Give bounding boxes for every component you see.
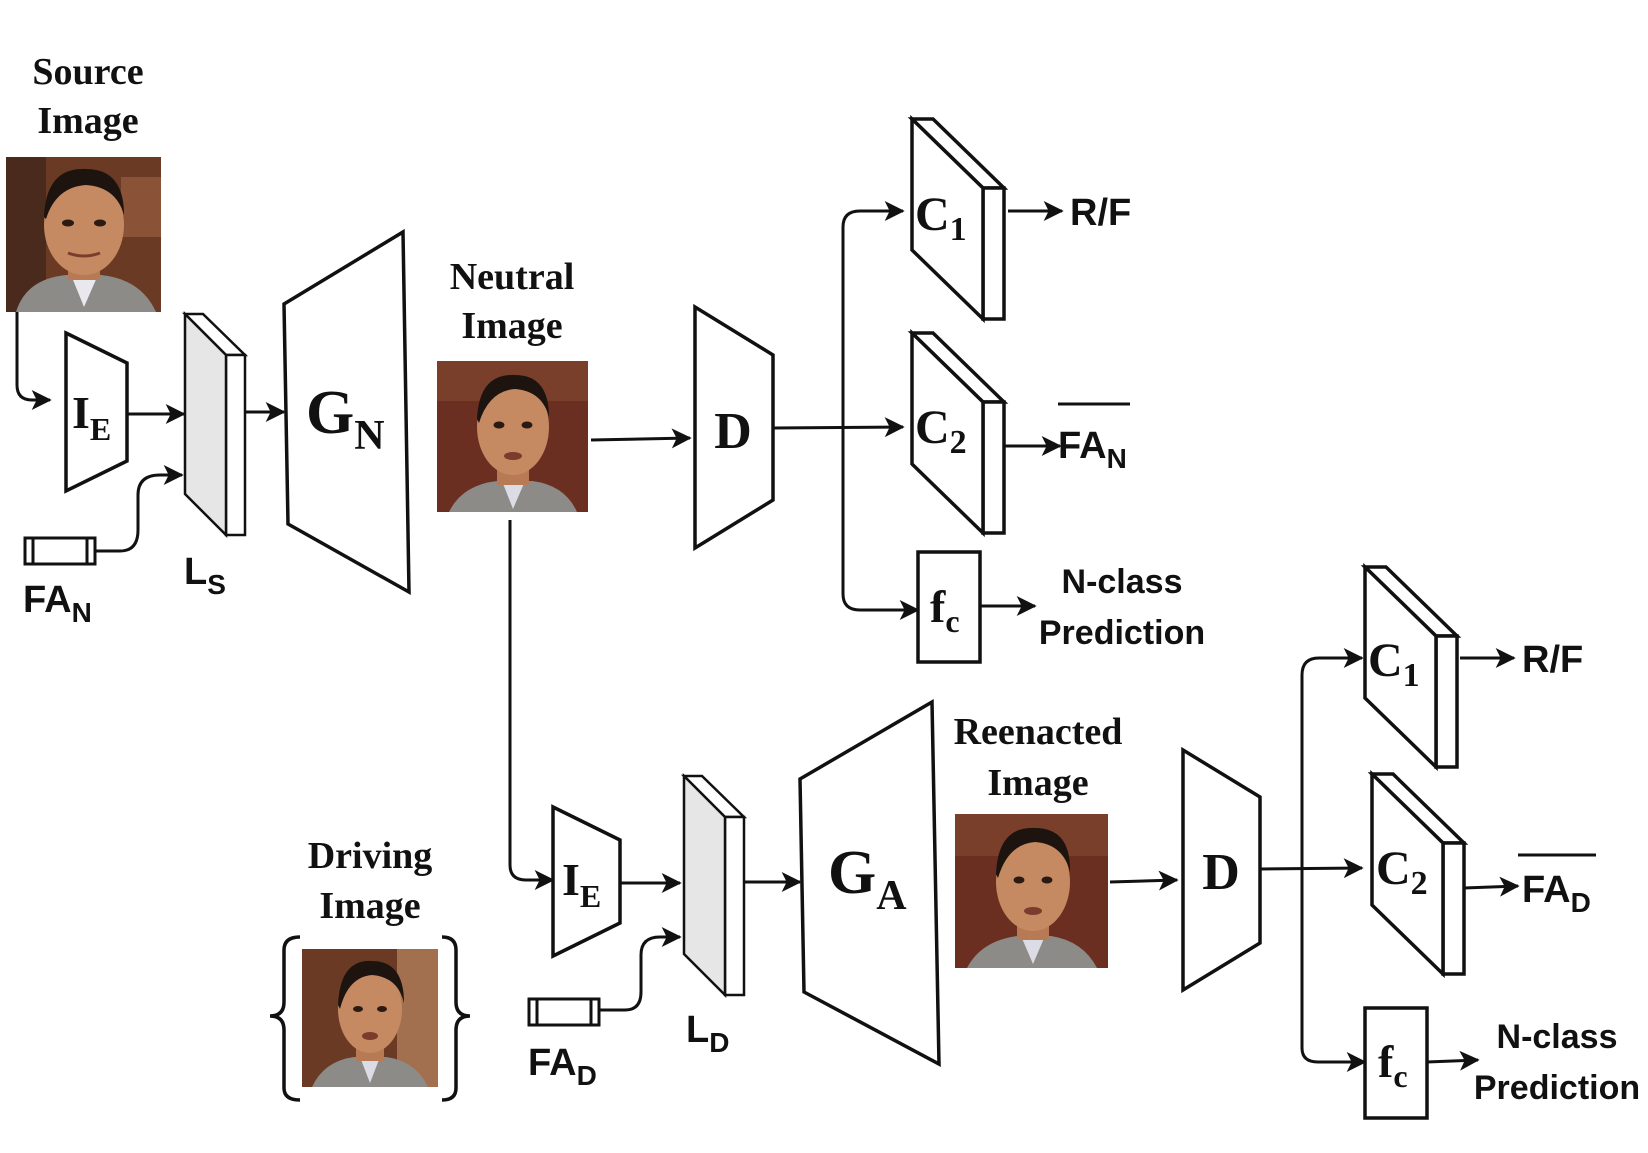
c2-bottom-output-arrow bbox=[1463, 876, 1520, 897]
discriminator-to-fc-top-arrow bbox=[841, 428, 920, 620]
latent-bottom-label: LD bbox=[686, 1009, 729, 1058]
attr-vector-top-label: FAN bbox=[23, 579, 92, 628]
fc-top-output-line1: N-class bbox=[1062, 563, 1183, 601]
encoder-bottom-shape bbox=[551, 804, 622, 959]
driving-image-label-line2: Image bbox=[319, 885, 420, 927]
classifier-c1-top-box bbox=[907, 114, 1009, 324]
fc-bottom-output-line2: Prediction bbox=[1474, 1069, 1640, 1107]
classifier-c2-bottom-box bbox=[1367, 769, 1469, 979]
neutral-image-label-line1: Neutral bbox=[450, 256, 575, 298]
generator-top-label: GN bbox=[306, 379, 385, 459]
encoder-top-label: IE bbox=[72, 387, 111, 447]
neutral-to-encoder-bottom-arrow bbox=[508, 520, 555, 890]
c1-top-output-label: R/F bbox=[1070, 192, 1131, 234]
latent-bottom-slab bbox=[680, 772, 748, 999]
reenacted-face-image bbox=[955, 814, 1108, 968]
source-image-label-line1: Source bbox=[32, 51, 143, 93]
reenacted-image-label-line2: Image bbox=[987, 762, 1088, 804]
discriminator-to-c2-bottom-arrow bbox=[1259, 858, 1364, 879]
classifier-c2-bottom-label: C2 bbox=[1376, 842, 1428, 902]
discriminator-to-c2-top-arrow bbox=[772, 417, 905, 438]
fc-top-output-line2: Prediction bbox=[1039, 614, 1205, 652]
attr-vector-to-latent-bottom-arrow bbox=[599, 927, 682, 1012]
fc-top-box bbox=[916, 550, 982, 664]
fc-bottom-output-arrow bbox=[1426, 1050, 1480, 1071]
classifier-c1-bottom-box bbox=[1360, 562, 1462, 772]
discriminator-top-shape bbox=[693, 303, 775, 552]
latent-top-label: LS bbox=[184, 551, 226, 600]
classifier-c1-bottom-label: C1 bbox=[1368, 634, 1420, 694]
classifier-c2-top-box bbox=[907, 328, 1009, 538]
reenacted-image-label-line1: Reenacted bbox=[954, 711, 1123, 753]
generator-bottom-label: GA bbox=[828, 839, 907, 919]
encoder-bottom-label: IE bbox=[562, 854, 601, 914]
neutral-face-image bbox=[437, 361, 588, 512]
discriminator-bottom-label: D bbox=[1202, 844, 1240, 901]
latent-top-slab bbox=[181, 310, 249, 539]
neutral-to-discriminator-top-arrow bbox=[590, 428, 692, 449]
discriminator-top-label: D bbox=[714, 403, 752, 460]
c1-bottom-output-label: R/F bbox=[1522, 639, 1583, 681]
driving-image-label-line1: Driving bbox=[308, 835, 433, 877]
fc-bottom-box bbox=[1363, 1006, 1429, 1120]
attr-vector-to-latent-top-arrow bbox=[95, 465, 184, 553]
driving-face-image bbox=[302, 949, 438, 1087]
driving-image-right-brace bbox=[441, 935, 471, 1102]
source-face-image bbox=[6, 157, 161, 312]
discriminator-to-fc-bottom-arrow bbox=[1300, 869, 1367, 1072]
attr-vector-bottom-bar bbox=[527, 997, 601, 1027]
reenacted-to-discriminator-bottom-arrow bbox=[1109, 870, 1179, 891]
fc-bottom-output-line1: N-class bbox=[1497, 1018, 1618, 1056]
source-to-encoder-arrow bbox=[15, 312, 52, 410]
fc-top-label: fc bbox=[930, 581, 960, 639]
source-image-label-line2: Image bbox=[37, 100, 138, 142]
encoder-top-shape bbox=[64, 330, 129, 494]
driving-image-left-brace bbox=[269, 935, 301, 1102]
classifier-c2-top-label: C2 bbox=[915, 401, 967, 461]
discriminator-bottom-shape bbox=[1181, 746, 1262, 994]
fc-bottom-label: fc bbox=[1378, 1036, 1408, 1094]
attr-vector-top-bar bbox=[23, 536, 97, 566]
generator-top-shape bbox=[282, 228, 411, 596]
neutral-image-label-line2: Image bbox=[461, 305, 562, 347]
generator-bottom-shape bbox=[798, 698, 941, 1067]
c2-top-output-label: FAN bbox=[1058, 425, 1127, 474]
c2-bottom-output-label: FAD bbox=[1522, 869, 1591, 918]
attr-vector-bottom-label: FAD bbox=[528, 1042, 597, 1091]
classifier-c1-top-label: C1 bbox=[915, 188, 967, 248]
discriminator-to-c1-bottom-arrow bbox=[1300, 648, 1364, 869]
discriminator-to-c1-top-arrow bbox=[841, 201, 905, 428]
